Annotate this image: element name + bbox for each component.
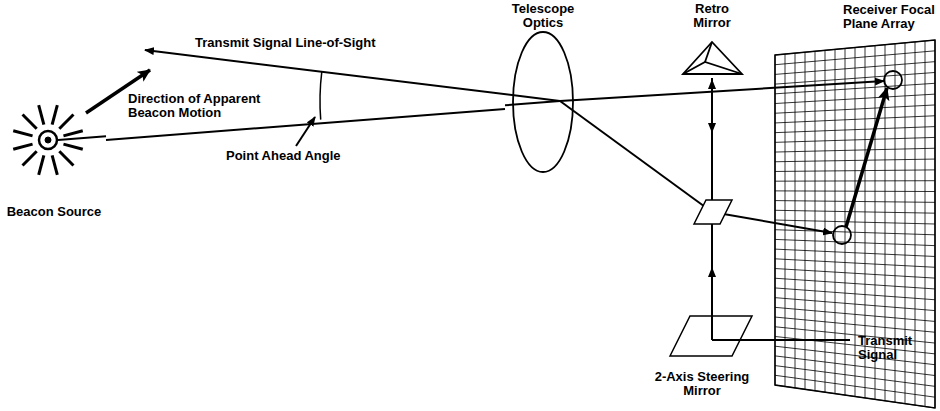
grid-line [775, 83, 935, 94]
sun-ray [39, 155, 44, 174]
sun-ray [39, 105, 44, 124]
sun-ray [13, 144, 32, 149]
grid-line [775, 170, 935, 172]
sun-ray [52, 155, 57, 174]
grid-line [775, 210, 935, 213]
component-node: 2-Axis Steering Mirror [642, 312, 762, 398]
grid-line [775, 220, 935, 224]
beacon-line-stub [58, 136, 106, 140]
beam-arrow [711, 80, 713, 110]
component-label: Receiver Focal Plane Array [843, 3, 940, 31]
grid-line [775, 62, 935, 75]
grid-line [775, 230, 935, 235]
component-node: Telescope Optics [505, 2, 581, 174]
sun-ray [52, 105, 57, 124]
focal-plane-outline [775, 40, 935, 408]
grid-line [775, 127, 935, 133]
component-label: Telescope Optics [505, 2, 581, 30]
annotation-label: Transmit Signal Line-of-Sight [195, 36, 435, 50]
beacon-sun [13, 105, 83, 175]
grid-line [775, 375, 935, 397]
leader-arrow [296, 117, 315, 146]
sun-ray [59, 151, 73, 165]
receive-ray [560, 81, 884, 101]
grid-line [775, 288, 935, 300]
angle-arc [320, 72, 322, 120]
grid-line [775, 239, 935, 245]
spot [833, 226, 851, 244]
grid-line [775, 105, 935, 113]
retro-mirror [683, 42, 742, 74]
grid-line [775, 269, 935, 279]
receive-ray [560, 101, 712, 212]
grid-line [775, 137, 935, 142]
annotation-label: Point Ahead Angle [226, 149, 366, 163]
grid-line [775, 180, 935, 181]
grid-line [775, 366, 935, 387]
sun-ray [59, 115, 73, 129]
grid-line [775, 94, 935, 103]
sun-ray [23, 151, 37, 165]
spot-motion-arrow [846, 88, 887, 227]
grid-line [775, 356, 935, 376]
sun-ray [13, 131, 32, 136]
beam-path [711, 300, 713, 340]
grid-line [775, 298, 935, 311]
grid-line [775, 148, 935, 152]
receive-ray [712, 212, 832, 233]
component-label: Retro Mirror [678, 2, 746, 30]
grid-line [775, 317, 935, 332]
annotation-label: Direction of Apparent Beacon Motion [128, 92, 283, 120]
component-label: 2-Axis Steering Mirror [642, 370, 762, 398]
grid-line [775, 259, 935, 267]
annotation-label: Transmit Signal [858, 334, 920, 362]
component-node: Retro Mirror [678, 2, 746, 78]
sun-ray [63, 144, 82, 149]
grid-line [775, 278, 935, 289]
beam-splitter [694, 200, 732, 224]
grid-line [775, 116, 935, 123]
sun-ray [63, 131, 82, 136]
beam-arrow [711, 268, 713, 300]
component-node: Receiver Focal Plane Array [775, 3, 940, 408]
focal-plane-grid [775, 40, 935, 408]
grid-line [775, 159, 935, 162]
beam-arrow [711, 110, 713, 132]
component-node: Beacon Source [2, 95, 106, 219]
component-label: Beacon Source [2, 205, 106, 219]
grid-line [775, 249, 935, 256]
sun-ray [23, 115, 37, 129]
telescope-lens [513, 32, 573, 172]
spot [884, 71, 902, 89]
grid-line [775, 346, 935, 365]
transmit-line [712, 339, 850, 341]
